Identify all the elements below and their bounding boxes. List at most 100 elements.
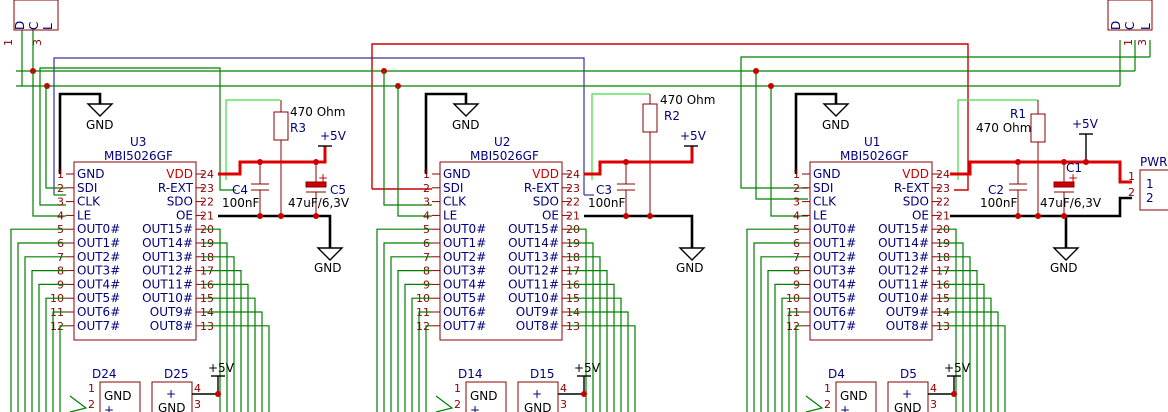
led-pin-number: 1	[88, 382, 95, 395]
output-wire-right	[570, 325, 636, 412]
led-ref: D4	[828, 367, 845, 381]
output-wire-left	[17, 242, 66, 412]
output-wire-right	[940, 242, 964, 412]
pin-label-right: OUT11#	[508, 277, 559, 291]
led-pin-number: 4	[930, 382, 937, 395]
pin-label-right: OUT11#	[878, 277, 929, 291]
pin-number-left: 2	[793, 182, 800, 195]
output-wire-right	[204, 283, 249, 412]
svg-text:+: +	[1068, 171, 1078, 185]
output-wire-left	[397, 270, 432, 412]
pin-label-left: OUT0#	[443, 222, 486, 236]
output-wire-right	[570, 283, 615, 412]
pin-label-right: OUT9#	[886, 305, 929, 319]
svg-text:C4: C4	[232, 183, 248, 197]
svg-text:1: 1	[2, 39, 15, 46]
output-wire-right	[570, 297, 622, 412]
pin-number-left: 1	[423, 168, 430, 181]
pin-label-left: CLK	[813, 195, 837, 209]
pin-label-left: CLK	[77, 195, 101, 209]
pin-label-right: OUT12#	[508, 264, 559, 278]
pin-number-right: 21	[566, 209, 580, 222]
pin-label-left: OUT7#	[813, 319, 856, 333]
pin-label-left: OUT3#	[77, 264, 120, 278]
led-body	[151, 381, 193, 412]
led-pin-number: 2	[824, 398, 831, 411]
pin-label-right: OE	[542, 208, 559, 222]
output-wire-right	[570, 270, 608, 412]
output-wire-right	[940, 270, 978, 412]
svg-text:D: D	[1109, 21, 1123, 30]
svg-text:R2: R2	[664, 109, 680, 123]
pin-label-left: OUT4#	[77, 277, 120, 291]
led-plus: +	[470, 403, 480, 412]
pin-label-right: OUT9#	[516, 305, 559, 319]
led-pin-number: 4	[560, 382, 567, 395]
pin-label-left: SDI	[813, 181, 833, 195]
output-wire-right	[940, 325, 1006, 412]
svg-text:1: 1	[1146, 177, 1154, 191]
pin-label-right: OUT14#	[142, 236, 193, 250]
svg-text:2: 2	[1146, 191, 1154, 205]
led-body	[887, 381, 929, 412]
pin-label-left: OUT3#	[443, 264, 486, 278]
output-wire-right	[570, 311, 629, 412]
pin-label-left: LE	[813, 208, 827, 222]
pin-number-right: 22	[936, 196, 950, 209]
pin-label-left: OUT2#	[813, 250, 856, 264]
pin-number-left: 1	[57, 168, 64, 181]
pin-number-right: 21	[200, 209, 214, 222]
pin-label-right: OUT10#	[508, 291, 559, 305]
output-wire-right	[204, 228, 221, 412]
svg-text:C2: C2	[988, 183, 1004, 197]
output-wire-right	[570, 256, 601, 412]
pin-number-right: 23	[200, 182, 214, 195]
output-wire-left	[425, 325, 432, 412]
pin-number-left: 2	[423, 182, 430, 195]
output-wire-left	[45, 297, 66, 412]
pin-number-right: 23	[566, 182, 580, 195]
svg-text:L: L	[1139, 23, 1153, 30]
svg-text:470 Ohm: 470 Ohm	[976, 121, 1031, 135]
svg-text:PWR: PWR	[1140, 155, 1167, 169]
svg-text:+5V: +5V	[1072, 117, 1099, 131]
led-pin-number: 4	[194, 382, 201, 395]
svg-text:3: 3	[31, 39, 44, 46]
led-pin-label: GND	[470, 389, 498, 403]
pin-label-left: OUT6#	[77, 305, 120, 319]
led-wire	[69, 395, 88, 412]
led-plus: +	[840, 403, 850, 412]
output-wire-right	[204, 270, 242, 412]
vcc-label: +5V	[574, 361, 601, 375]
output-wire-left	[59, 325, 66, 412]
led-pin-number: 3	[194, 398, 201, 411]
pin-label-left: OUT4#	[813, 277, 856, 291]
pin-label-right: OUT10#	[142, 291, 193, 305]
pin-label-left: OUT3#	[813, 264, 856, 278]
svg-text:U1: U1	[864, 135, 880, 149]
output-wire-left	[31, 270, 66, 412]
output-wire-left	[52, 311, 66, 412]
pin-label-left: OUT5#	[813, 291, 856, 305]
output-wire-right	[204, 325, 270, 412]
output-wire-left	[774, 283, 802, 412]
output-wire-right	[204, 297, 256, 412]
led-pin-label: GND	[894, 401, 922, 412]
chip-u3: U3 MBI5026GF	[73, 135, 197, 341]
svg-text:R3: R3	[290, 121, 306, 135]
svg-text:MBI5026GF: MBI5026GF	[840, 149, 909, 163]
output-wire-left	[746, 228, 802, 412]
svg-text:+: +	[318, 171, 328, 185]
pin-label-left: OUT2#	[443, 250, 486, 264]
pin-number-left: 3	[793, 196, 800, 209]
pin-label-right: OUT13#	[878, 250, 929, 264]
pin-label-left: OUT7#	[443, 319, 486, 333]
pin-number-left: 1	[793, 168, 800, 181]
pwr-connector: PWR 1 1 2 2	[1128, 155, 1168, 211]
led-pin-number: 2	[454, 398, 461, 411]
svg-text:470 Ohm: 470 Ohm	[290, 105, 345, 119]
pin-label-left: OUT7#	[77, 319, 120, 333]
pin-label-left: SDI	[443, 181, 463, 195]
pin-label-left: GND	[77, 167, 105, 181]
